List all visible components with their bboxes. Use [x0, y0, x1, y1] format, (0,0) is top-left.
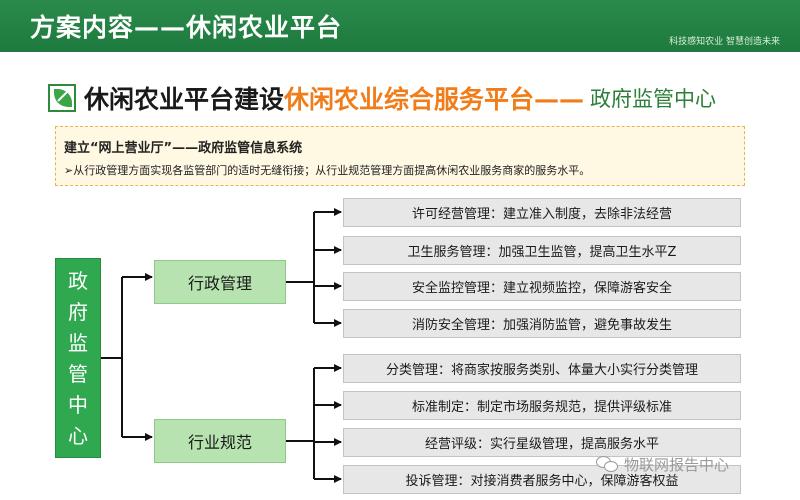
- root-char: 心: [68, 423, 88, 448]
- root-char: 监: [68, 330, 88, 355]
- info-heading: 建立“网上营业厅”——政府监管信息系统: [64, 141, 303, 156]
- main-title-part1: 休闲农业平台建设: [84, 85, 285, 114]
- info-description: ➢从行政管理方面实现各监管部门的适时无缝衔接；从行业规范管理方面提高休闲农业服务…: [64, 164, 591, 177]
- leaf-node-classification: 分类管理：将商家按服务类别、体量大小实行分类管理: [343, 354, 741, 383]
- leaf-node-hygiene: 卫生服务管理：加强卫生监管，提高卫生水平Z: [343, 236, 741, 265]
- main-title-part3: 政府监管中心: [590, 87, 717, 111]
- leaf-node-fire: 消防安全管理：加强消防监管，避免事故发生: [343, 309, 741, 338]
- header-slogan: 科技感知农业 智慧创造未来: [669, 37, 780, 47]
- wechat-icon: [596, 455, 620, 474]
- leaf-node-license: 许可经营管理：建立准入制度，去除非法经营: [343, 198, 741, 227]
- watermark-text: 物联网报告中心: [624, 456, 730, 474]
- root-node: 政 府 监 管 中 心: [55, 258, 101, 458]
- branch-node-industry: 行业规范: [154, 419, 286, 463]
- root-char: 中: [68, 392, 88, 417]
- header-title: 方案内容——休闲农业平台: [30, 13, 343, 42]
- watermark: 物联网报告中心: [596, 454, 729, 475]
- root-char: 府: [68, 299, 88, 324]
- leaf-node-complaints: 投诉管理：对接消费者服务中心，保障游客权益: [343, 465, 741, 494]
- root-char: 政: [68, 268, 88, 293]
- leaf-node-standards: 标准制定：制定市场服务规范，提供评级标准: [343, 391, 741, 420]
- leaf-node-safety: 安全监控管理：建立视频监控，保障游客安全: [343, 272, 741, 301]
- info-box: 建立“网上营业厅”——政府监管信息系统 ➢从行政管理方面实现各监管部门的适时无缝…: [55, 126, 745, 186]
- leaf-logo-icon: [48, 84, 76, 112]
- main-title-part2: 休闲农业综合服务平台——: [284, 85, 585, 114]
- leaf-node-rating: 经营评级：实行星级管理，提高服务水平: [343, 428, 741, 457]
- header-bar: 方案内容——休闲农业平台 科技感知农业 智慧创造未来: [0, 0, 800, 52]
- root-char: 管: [68, 361, 88, 386]
- branch-node-admin: 行政管理: [154, 260, 286, 304]
- main-title: 休闲农业平台建设 休闲农业综合服务平台—— 政府监管中心: [48, 80, 716, 116]
